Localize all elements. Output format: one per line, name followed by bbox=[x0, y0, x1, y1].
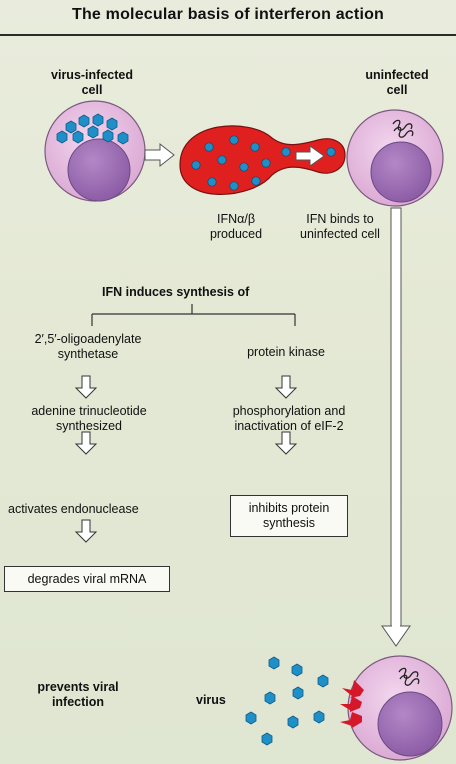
long-down-arrow bbox=[381, 207, 411, 647]
white-arrow-2 bbox=[295, 145, 325, 167]
branch-bracket bbox=[91, 304, 296, 326]
uninfected-cell bbox=[346, 109, 444, 207]
box-degrades-mrna: degrades viral mRNA bbox=[4, 566, 170, 592]
label-virus: virus bbox=[196, 693, 226, 707]
virus-particles-in-cell bbox=[56, 113, 129, 145]
label-activates-endonuclease: activates endonuclease bbox=[8, 502, 139, 516]
protected-cell bbox=[340, 655, 453, 761]
label-phosphorylation: phosphorylation and inactivation of eIF-… bbox=[232, 404, 346, 433]
label-ifn-produced: IFNα/β produced bbox=[209, 212, 263, 241]
label-oligoadenylate: 2′,5′-oligoadenylate synthetase bbox=[34, 332, 142, 361]
diagram-title: The molecular basis of interferon action bbox=[71, 6, 385, 23]
ifn-blob bbox=[179, 125, 346, 195]
small-down-arrows bbox=[74, 375, 298, 543]
white-arrow-1 bbox=[144, 142, 175, 168]
label-ifn-binds: IFN binds to uninfected cell bbox=[300, 212, 380, 241]
free-virus-particles bbox=[245, 656, 329, 746]
box-inhibits-protein: inhibits protein synthesis bbox=[230, 495, 348, 537]
label-virus-infected-cell: virus-infected cell bbox=[51, 68, 133, 97]
infected-cell bbox=[44, 100, 146, 202]
label-protein-kinase: protein kinase bbox=[247, 345, 325, 359]
title-rule bbox=[0, 34, 456, 36]
label-prevents-infection: prevents viral infection bbox=[37, 680, 119, 709]
label-uninfected-cell: uninfected cell bbox=[365, 68, 429, 97]
label-adenine: adenine trinucleotide synthesized bbox=[31, 404, 147, 433]
red-block-arrows bbox=[340, 680, 364, 728]
label-ifn-induces: IFN induces synthesis of bbox=[102, 285, 250, 299]
